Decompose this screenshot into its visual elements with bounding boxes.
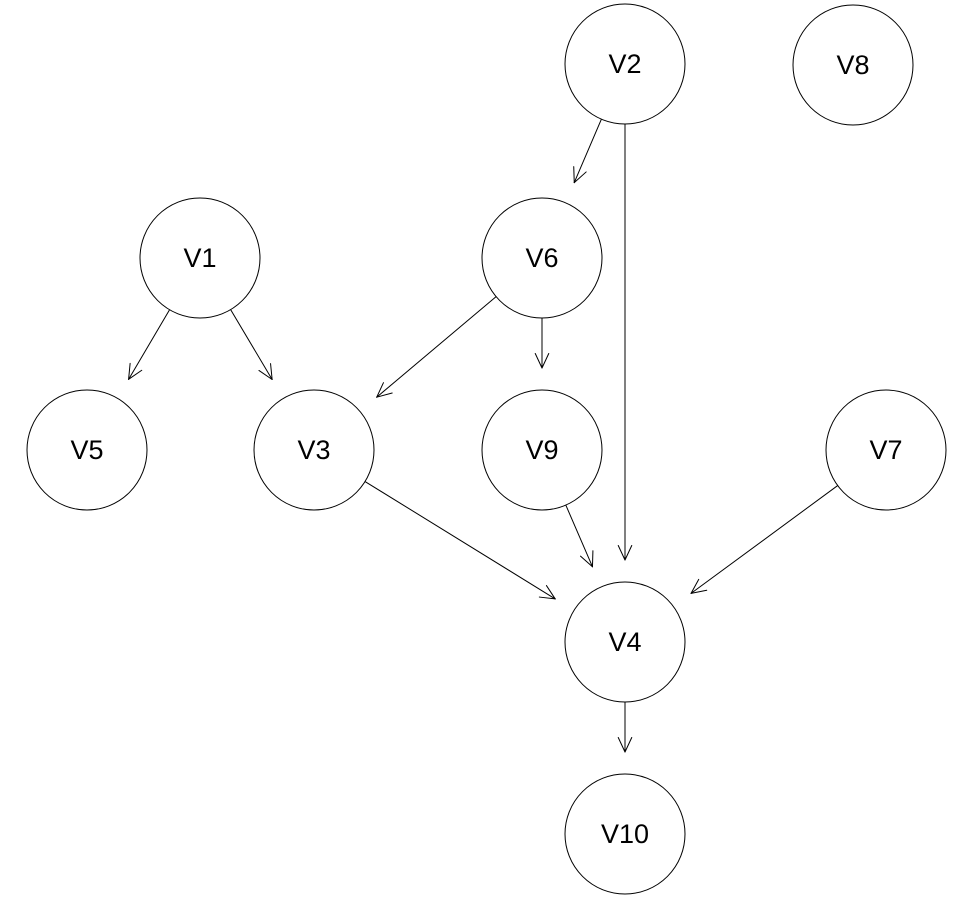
node-V8: V8 <box>792 4 914 126</box>
node-circle <box>253 389 375 511</box>
edges-layer <box>128 118 839 753</box>
node-circle <box>825 389 947 511</box>
edge-arrowhead <box>545 585 556 600</box>
edge-arrowhead <box>538 596 556 600</box>
node-circle <box>564 773 686 895</box>
edge-arrowhead <box>376 392 393 398</box>
edge-V1-V5 <box>128 309 171 380</box>
node-label: V7 <box>869 435 902 465</box>
edge-arrowhead <box>534 352 543 369</box>
node-label: V4 <box>608 627 641 657</box>
node-V10: V10 <box>564 773 686 895</box>
edge-V2-V4 <box>617 123 633 561</box>
node-V3: V3 <box>253 389 375 511</box>
node-V7: V7 <box>825 389 947 511</box>
node-circle <box>139 197 261 319</box>
node-label: V6 <box>525 243 558 273</box>
edge-V7-V4 <box>690 485 839 594</box>
edge-arrowhead <box>258 369 273 380</box>
edge-V1-V3 <box>230 309 273 380</box>
node-label: V8 <box>836 50 869 80</box>
edge-arrowhead <box>617 736 626 753</box>
edge-arrowhead <box>573 171 587 184</box>
node-V1: V1 <box>139 197 261 319</box>
node-label: V1 <box>183 243 216 273</box>
edge-arrowhead <box>541 352 550 369</box>
edge-V6-V3 <box>376 296 497 398</box>
node-label: V9 <box>525 435 558 465</box>
node-V6: V6 <box>481 197 603 319</box>
edge-line <box>690 485 839 594</box>
edge-line <box>573 118 602 184</box>
edge-line <box>376 296 497 398</box>
node-V4: V4 <box>564 581 686 703</box>
edge-arrowhead <box>573 166 575 184</box>
edge-arrowhead <box>376 382 384 398</box>
edge-line <box>230 309 273 380</box>
node-circle <box>481 389 603 511</box>
edge-line <box>128 309 171 380</box>
edge-arrowhead <box>690 578 700 594</box>
node-label: V2 <box>608 49 641 79</box>
edge-V4-V10 <box>617 701 633 753</box>
node-label: V5 <box>70 435 103 465</box>
node-V9: V9 <box>481 389 603 511</box>
edge-arrowhead <box>128 369 143 380</box>
edge-V2-V6 <box>573 118 602 184</box>
node-circle <box>26 389 148 511</box>
edge-V9-V4 <box>565 504 594 568</box>
edge-arrowhead <box>128 362 131 380</box>
edge-arrowhead <box>270 363 273 380</box>
node-V2: V2 <box>564 3 686 125</box>
node-circle <box>564 581 686 703</box>
edge-V6-V9 <box>534 317 550 369</box>
node-V5: V5 <box>26 389 148 511</box>
node-label: V10 <box>601 819 649 849</box>
node-circle <box>564 3 686 125</box>
edge-arrowhead <box>624 736 633 753</box>
edge-V3-V4 <box>364 481 556 600</box>
edge-line <box>565 504 593 568</box>
edge-line <box>364 481 556 600</box>
node-circle <box>481 197 603 319</box>
edge-arrowhead <box>690 589 708 594</box>
edge-arrowhead <box>580 555 593 568</box>
edge-arrowhead <box>617 544 626 561</box>
edge-arrowhead <box>624 544 633 561</box>
node-label: V3 <box>297 435 330 465</box>
node-circle <box>792 4 914 126</box>
